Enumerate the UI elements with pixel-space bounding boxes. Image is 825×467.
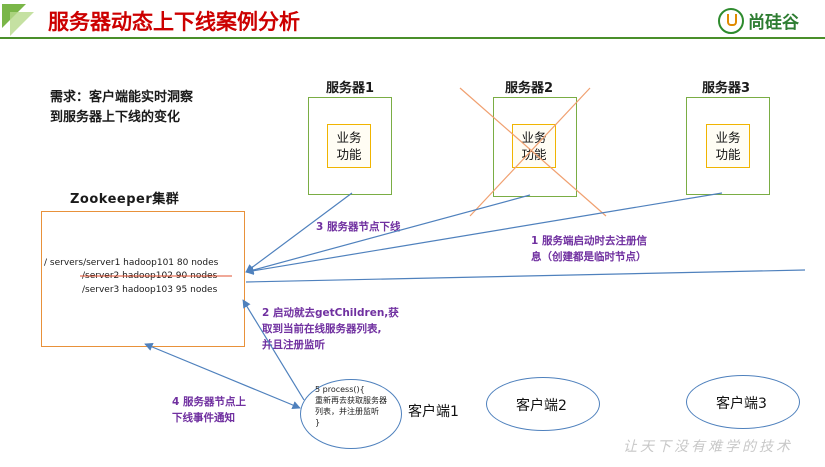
- requirement-line-2: 到服务器上下线的变化: [50, 110, 181, 125]
- zookeeper-cluster-box: [41, 211, 245, 347]
- server-3-biz-box: 业务 功能: [706, 124, 750, 168]
- step-1-line-1: 1 服务端启动时去注册信: [531, 235, 647, 247]
- server-2-cross-line-b: [469, 87, 591, 217]
- arrow-client1-to-zk: [242, 299, 305, 401]
- step-4-line-2: 下线事件通知: [172, 412, 235, 424]
- slogan-watermark: 让天下没有难学的技术: [623, 439, 793, 455]
- node-server3: /server3 hadoop103 95 nodes: [82, 285, 218, 295]
- step-3-note: 3 服务器节点下线: [316, 221, 401, 233]
- client-1-label: 客户端1: [408, 404, 459, 420]
- requirement-text: 需求：客户端能实时洞察 到服务器上下线的变化: [50, 88, 240, 128]
- step-1-line-2: 息（创建都是临时节点）: [531, 251, 647, 263]
- process-line-1: 5 process(){: [315, 385, 365, 394]
- brand-name: 尚硅谷: [748, 13, 799, 33]
- arrow-server3-to-zk: [245, 192, 723, 275]
- registration-line: [245, 269, 806, 283]
- header-decoration-icon: [2, 4, 34, 36]
- header-rule: [0, 37, 825, 39]
- client-2-circle: [486, 377, 600, 431]
- client-1-circle: [300, 379, 402, 449]
- server-2-cross-line-a: [459, 87, 607, 217]
- server-1-title: 服务器1: [326, 81, 375, 96]
- requirement-line-1: 需求：客户端能实时洞察: [50, 90, 194, 105]
- arrow-zk-to-client1: [144, 343, 301, 409]
- server-1-biz-line-1: 业务: [336, 130, 362, 145]
- server-3-biz-line-1: 业务: [715, 130, 741, 145]
- server-3-title: 服务器3: [702, 81, 751, 96]
- process-line-4: }: [315, 418, 321, 427]
- process-line-3: 列表，并注册监听: [315, 407, 379, 416]
- arrow-server2-to-zk: [245, 194, 531, 275]
- step-2-line-1: 2 启动就去getChildren,获: [262, 307, 399, 319]
- process-line-2: 重新再去获取服务器: [315, 396, 387, 405]
- step-1-note: 1 服务端启动时去注册信 息（创建都是临时节点）: [531, 233, 647, 265]
- server-1-biz-box: 业务 功能: [327, 124, 371, 168]
- server-1-biz-line-2: 功能: [336, 147, 362, 162]
- step-2-note: 2 启动就去getChildren,获 取到当前在线服务器列表, 并且注册监听: [262, 305, 399, 353]
- arrow-server1-to-zk: [245, 192, 353, 273]
- page-title: 服务器动态上下线案例分析: [48, 10, 300, 34]
- step-2-line-2: 取到当前在线服务器列表,: [262, 323, 382, 335]
- process-callback-text: 5 process(){ 重新再去获取服务器 列表，并注册监听 }: [315, 384, 387, 428]
- node-server1: / servers/server1 hadoop101 80 nodes: [44, 258, 219, 268]
- brand-icon: [718, 8, 744, 34]
- client-3-circle: [686, 375, 800, 429]
- server-2-title: 服务器2: [505, 81, 554, 96]
- zookeeper-title: Zookeeper集群: [70, 192, 180, 207]
- client-3-label: 客户端3: [716, 396, 767, 412]
- client-2-label: 客户端2: [516, 398, 567, 414]
- server-3-biz-line-2: 功能: [715, 147, 741, 162]
